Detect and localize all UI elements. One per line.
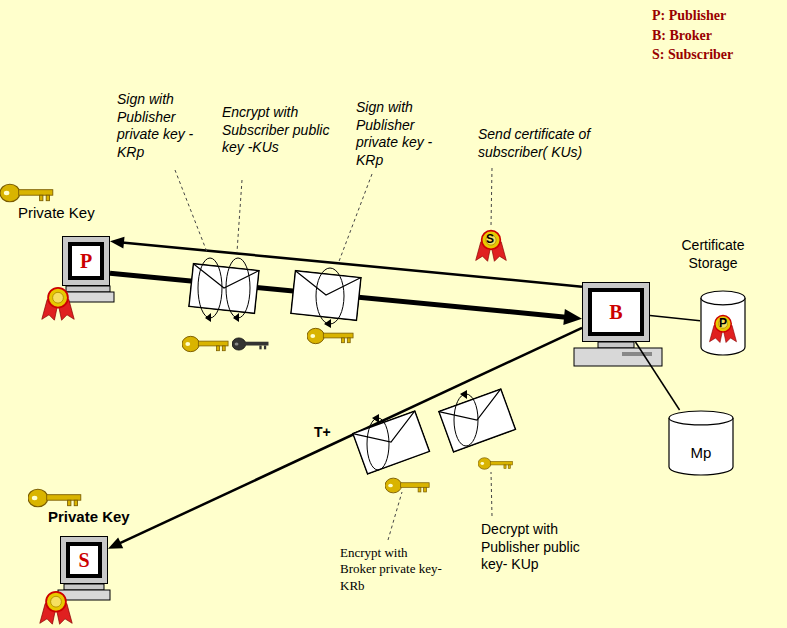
callout-label: T+ (314, 424, 344, 442)
monitor-screen: B (588, 288, 644, 336)
storage-cylinder: Certificate StorageP (666, 236, 760, 358)
node-letter: S (78, 549, 89, 572)
legend-note: B: Broker (652, 27, 787, 45)
callout-label: Sign with Publisher private key - KRp (117, 91, 217, 161)
legend-note: S: Subscriber (652, 46, 787, 64)
callout-label: Sign with Publisher private key - KRp (356, 99, 456, 169)
connector (650, 315, 700, 320)
callout-label: Send certificate of subscriber( KUs) (478, 126, 630, 161)
callout-label: Encrypt with Subscriber public key -KUs (222, 104, 344, 157)
computer-monitor: B (582, 282, 650, 342)
cylinder-label: Mp (668, 444, 734, 463)
callout-label: Private Key (18, 204, 128, 223)
certificate-letter: S (486, 232, 500, 247)
storage-heading: Certificate Storage (666, 236, 760, 272)
cylinder-top (669, 411, 733, 425)
computer-monitor: P (62, 236, 110, 286)
certificate-letter: P (719, 316, 727, 331)
monitor-screen: S (66, 542, 102, 578)
cylinder-top (701, 291, 745, 305)
connector-line (119, 328, 582, 544)
cylinder-shape (668, 410, 734, 476)
cylinder-body (669, 418, 733, 475)
monitor-screen: P (68, 242, 104, 280)
connector-line (635, 342, 679, 410)
connector (635, 342, 679, 410)
connector (108, 328, 582, 549)
legend-note: P: Publisher (652, 7, 787, 25)
storage-cylinder: Mp (668, 410, 734, 476)
arrowhead (108, 537, 123, 548)
arrowhead (563, 309, 582, 325)
connector-line (650, 315, 700, 320)
callout-label: Private Key (48, 508, 158, 527)
certificate-ribbon (710, 316, 737, 343)
cylinder-body (701, 298, 745, 355)
computer-monitor: S (60, 536, 108, 584)
callout-label: Encrypt with Broker private key-KRb (340, 545, 444, 594)
node-letter: B (609, 301, 622, 324)
arrowhead (110, 237, 125, 249)
callout-label: Decrypt with Publisher public key- KUp (481, 521, 583, 574)
node-letter: P (80, 250, 92, 273)
